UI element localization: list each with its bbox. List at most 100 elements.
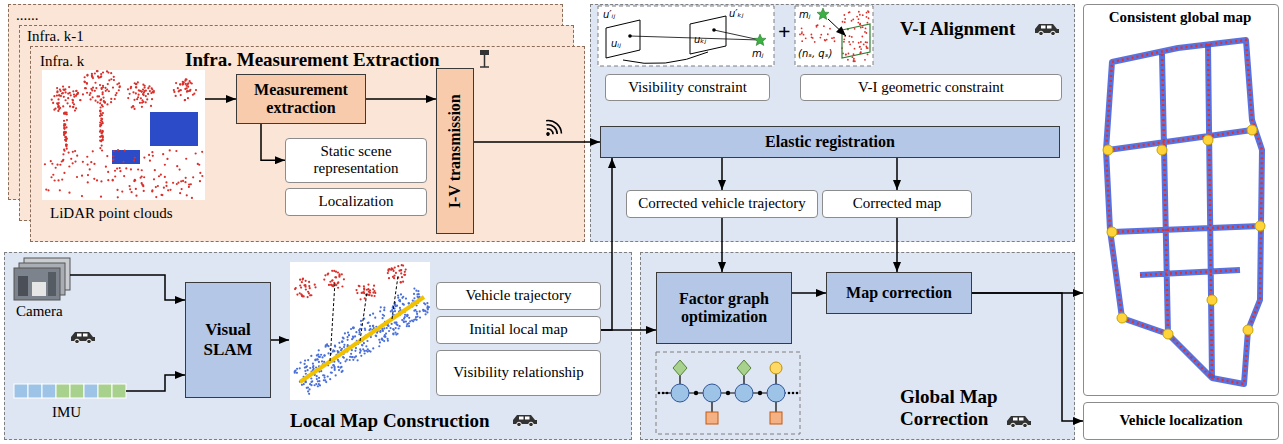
lidar-point-cloud bbox=[63, 131, 65, 133]
box-label: Visibility relationship bbox=[453, 364, 583, 381]
slam-map-illustration bbox=[299, 367, 301, 369]
slam-map-illustration bbox=[382, 330, 384, 332]
slam-map-illustration bbox=[351, 349, 353, 351]
lidar-point-cloud bbox=[100, 73, 102, 75]
slam-map-illustration bbox=[300, 297, 424, 382]
slam-map-illustration bbox=[326, 344, 328, 346]
slam-map-illustration bbox=[342, 336, 344, 338]
local-map-panel: Visual SLAMVehicle trajectoryInitial loc… bbox=[4, 252, 632, 440]
lidar-point-cloud bbox=[81, 195, 83, 197]
lidar-point-cloud bbox=[101, 149, 103, 151]
lidar-point-cloud bbox=[185, 78, 187, 80]
slam-map-illustration bbox=[400, 281, 402, 283]
lidar-point-cloud bbox=[64, 91, 66, 93]
slam-map-illustration bbox=[342, 356, 344, 358]
lidar-point-cloud bbox=[102, 131, 104, 133]
slam-map-illustration bbox=[329, 348, 331, 350]
slam-map-illustration bbox=[318, 361, 320, 363]
slam-map-illustration bbox=[305, 286, 307, 288]
slam-map-illustration bbox=[299, 381, 301, 383]
lidar-point-cloud bbox=[179, 83, 181, 85]
slam-map-illustration bbox=[404, 311, 406, 313]
geometric-illustration bbox=[819, 37, 821, 39]
slam-map-illustration bbox=[408, 317, 410, 319]
slam-map-illustration bbox=[358, 333, 360, 335]
slam-map-illustration bbox=[370, 336, 372, 338]
lidar-point-cloud bbox=[66, 144, 68, 146]
lidar-point-cloud bbox=[162, 153, 164, 155]
geometric-illustration bbox=[833, 37, 835, 39]
lidar-point-cloud bbox=[86, 163, 88, 165]
geometric-illustration bbox=[843, 41, 845, 43]
lidar-point-cloud bbox=[144, 86, 146, 88]
slam-map-illustration bbox=[294, 264, 430, 395]
lidar-point-cloud bbox=[76, 93, 78, 95]
lidar-point-cloud bbox=[75, 90, 77, 92]
geometric-illustration bbox=[826, 39, 828, 41]
lidar-point-cloud bbox=[102, 96, 104, 98]
geometric-illustration bbox=[859, 24, 861, 26]
factor-graph-illustration bbox=[743, 368, 744, 393]
lidar-point-cloud bbox=[135, 92, 137, 94]
slam-map-illustration bbox=[343, 346, 345, 348]
lidar-point-cloud bbox=[114, 98, 116, 100]
slam-map-illustration bbox=[406, 314, 408, 316]
lidar-point-cloud bbox=[89, 168, 91, 170]
lidar-point-cloud bbox=[71, 99, 73, 101]
geometric-illustration bbox=[867, 22, 869, 24]
lidar-point-cloud bbox=[63, 123, 65, 125]
geometric-illustration bbox=[844, 18, 846, 20]
lidar-point-cloud bbox=[100, 113, 102, 115]
slam-map-illustration bbox=[334, 276, 336, 278]
slam-map-illustration bbox=[338, 274, 340, 276]
slam-map-illustration bbox=[318, 365, 320, 367]
slam-map-illustration bbox=[341, 348, 343, 350]
slam-map-illustration bbox=[382, 317, 384, 319]
lidar-point-cloud bbox=[186, 91, 188, 93]
slam-map-illustration bbox=[300, 287, 302, 289]
lidar-point-cloud bbox=[93, 163, 95, 165]
lidar-point-cloud bbox=[176, 183, 178, 185]
slam-map-illustration bbox=[401, 319, 403, 321]
slam-map-illustration bbox=[364, 327, 366, 329]
slam-map-illustration bbox=[397, 294, 399, 296]
slam-map-illustration bbox=[308, 292, 310, 294]
math-symbol: uₖⱼ bbox=[694, 34, 706, 45]
geometric-illustration bbox=[810, 34, 812, 36]
slam-map-illustration bbox=[355, 347, 357, 349]
slam-map-illustration bbox=[296, 293, 298, 295]
slam-map-illustration bbox=[327, 272, 329, 274]
lidar-point-cloud bbox=[68, 192, 70, 194]
box-label: Vehicle trajectory bbox=[465, 287, 571, 304]
box-label: I-V transmission bbox=[446, 94, 464, 208]
flow-arrow bbox=[205, 98, 236, 100]
slam-map-illustration bbox=[398, 299, 400, 301]
slam-map-illustration bbox=[363, 342, 365, 344]
lidar-point-cloud bbox=[100, 124, 102, 126]
output-box: Localization bbox=[285, 188, 427, 216]
slam-map-illustration bbox=[314, 359, 316, 361]
slam-map-illustration bbox=[304, 381, 306, 383]
geometric-illustration bbox=[853, 58, 855, 60]
slam-map-illustration bbox=[371, 332, 373, 334]
geometric-illustration bbox=[863, 43, 865, 45]
box-label: Vehicle localization bbox=[1119, 412, 1242, 429]
math-symbol: u′ₖⱼ bbox=[729, 8, 744, 19]
lidar-point-cloud bbox=[176, 165, 178, 167]
lidar-point-cloud bbox=[52, 102, 54, 104]
lidar-point-cloud bbox=[164, 176, 166, 178]
geometric-illustration bbox=[823, 25, 825, 27]
lidar-point-cloud bbox=[79, 99, 81, 101]
lidar-point-cloud bbox=[135, 83, 137, 85]
lidar-point-cloud bbox=[99, 102, 101, 104]
lidar-point-cloud bbox=[63, 120, 65, 122]
lidar-point-cloud bbox=[165, 185, 167, 187]
lidar-point-cloud bbox=[100, 119, 102, 121]
slam-map-illustration bbox=[399, 299, 401, 301]
process-box: Map correction bbox=[826, 272, 972, 314]
lidar-point-cloud bbox=[191, 197, 193, 199]
lidar-point-cloud bbox=[101, 134, 103, 136]
lidar-point-cloud bbox=[63, 150, 65, 152]
lidar-point-cloud bbox=[42, 70, 205, 200]
